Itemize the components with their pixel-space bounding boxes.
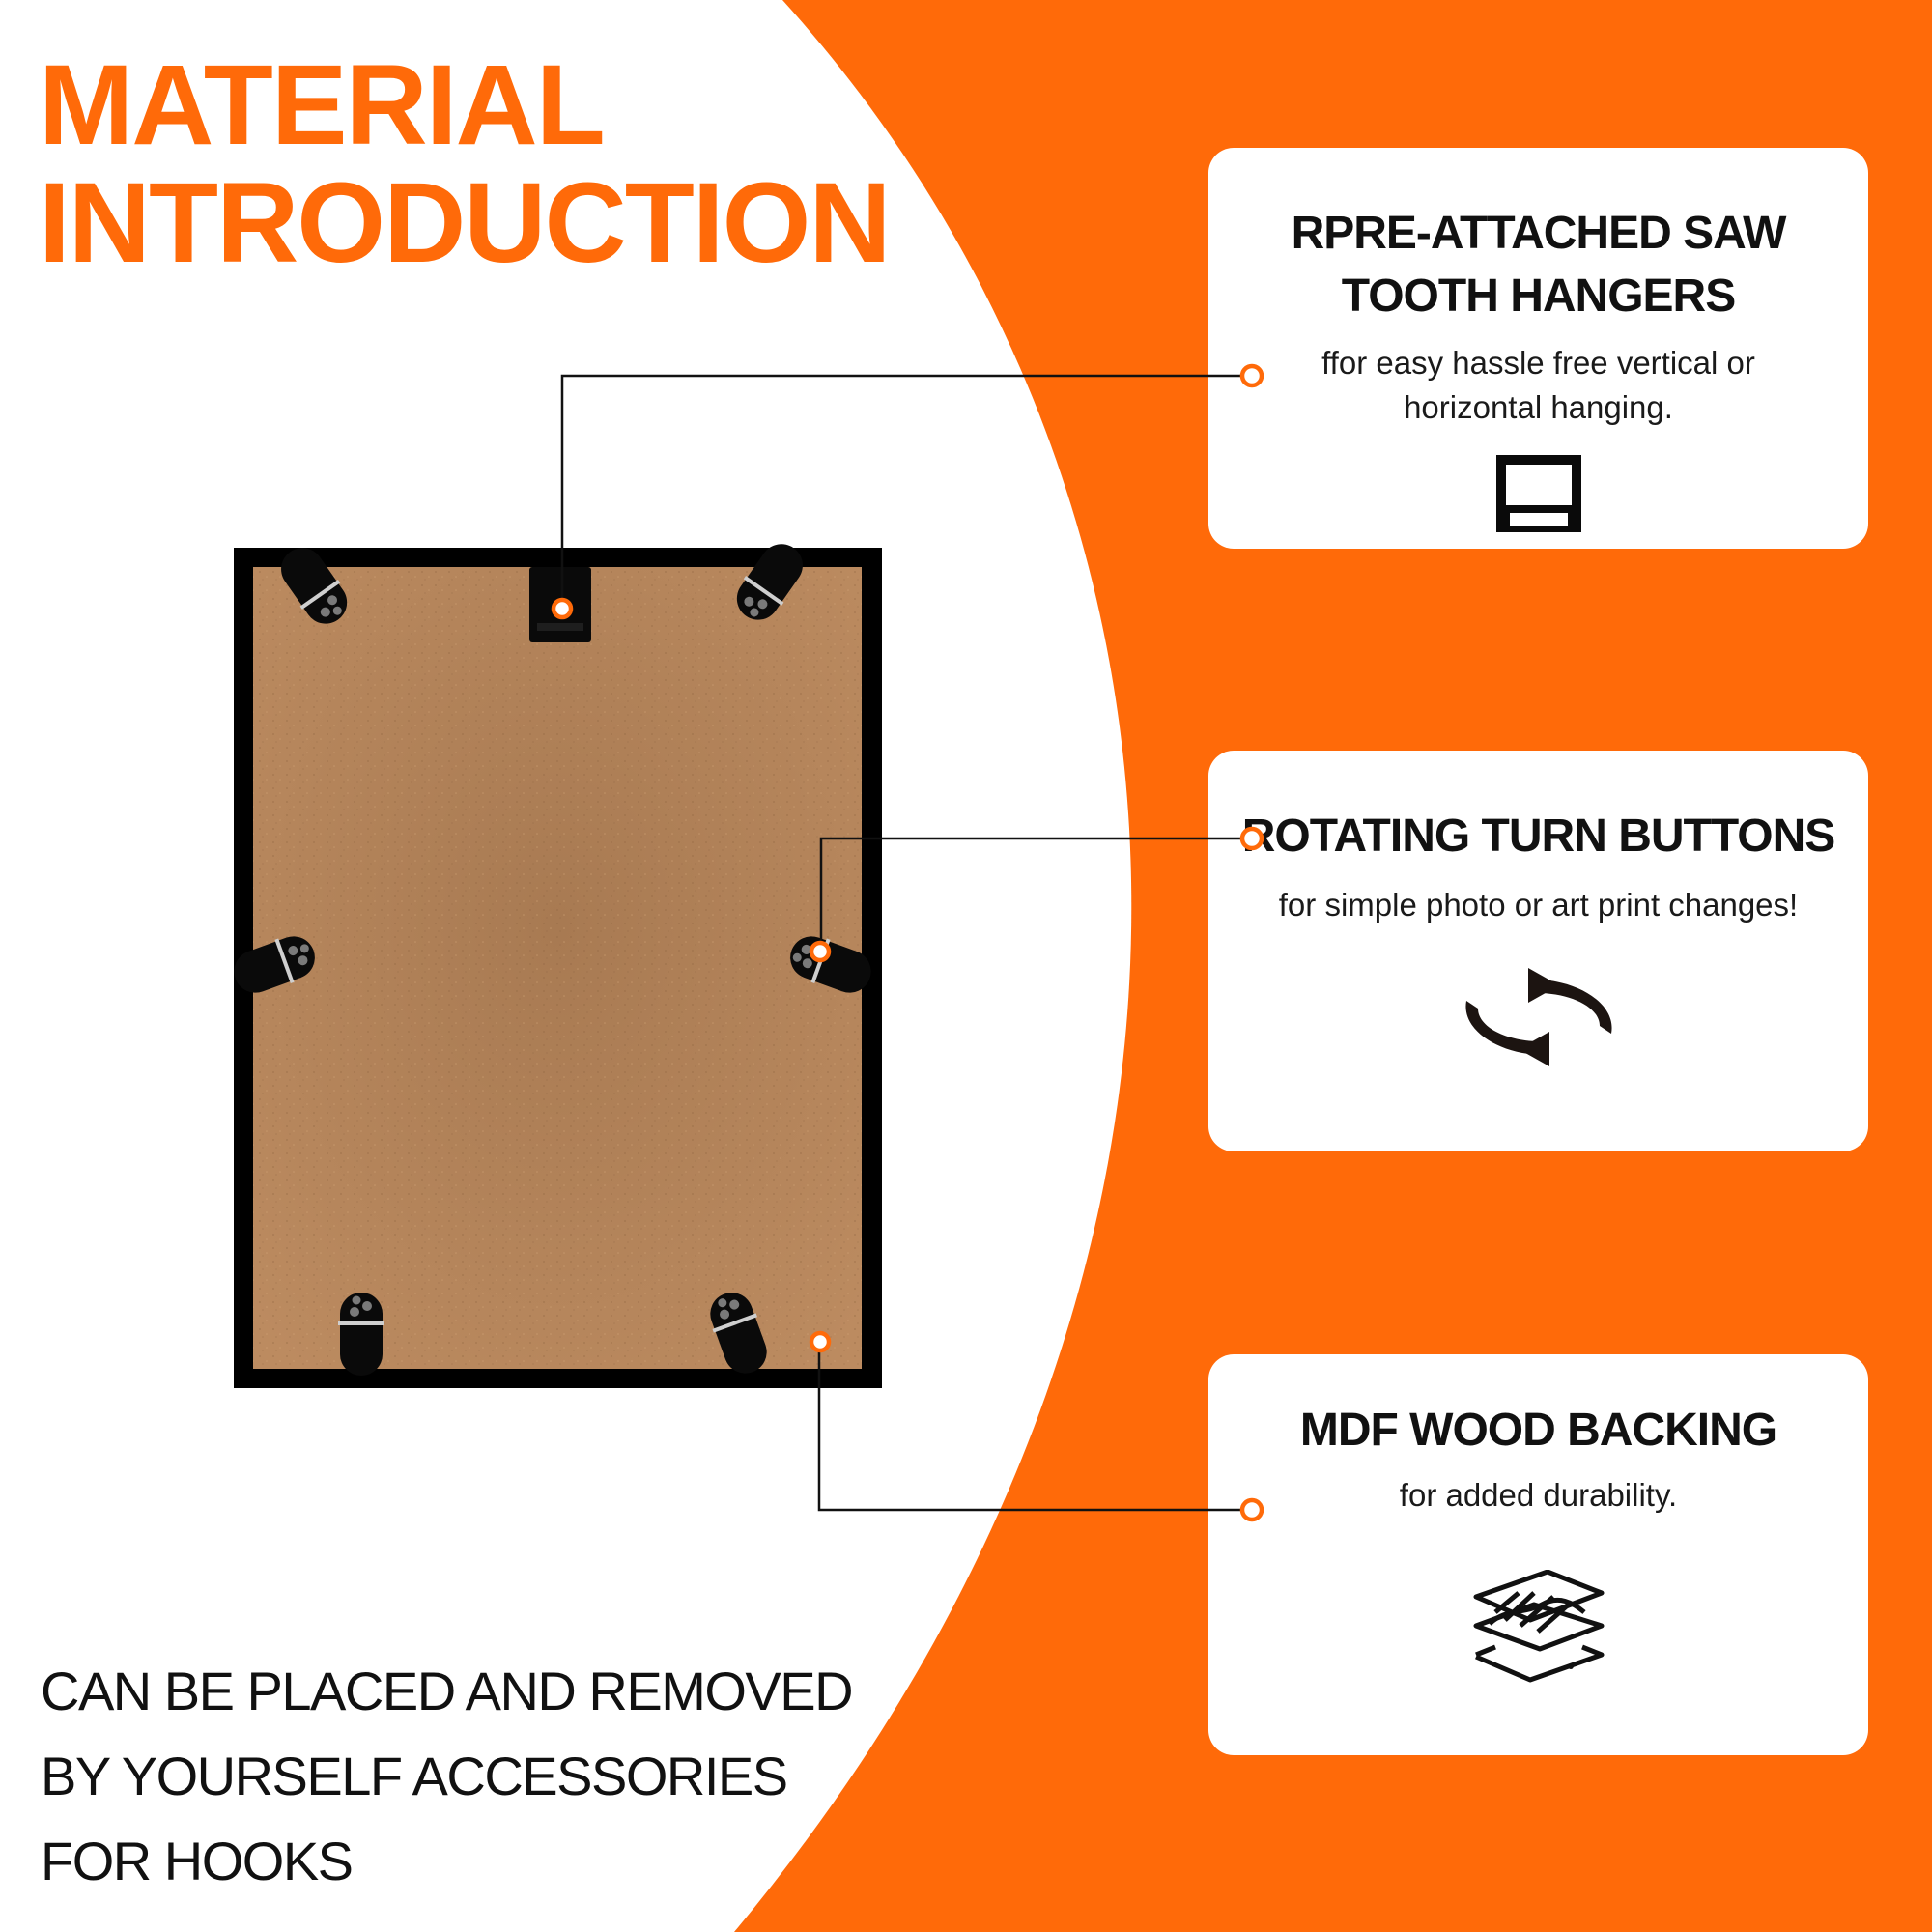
callout-line-turn-buttons [819,837,1252,952]
feature-card-hangers: RPRE-ATTACHED SAW TOOTH HANGERS ffor eas… [1208,148,1868,549]
callout-dot [1239,826,1264,851]
layers-icon [1473,1570,1604,1683]
feature-title: MDF WOOD BACKING [1299,1405,1777,1456]
feature-description: for added durability. [1399,1477,1678,1513]
hanger-icon [1495,455,1581,532]
feature-description: for simple photo or art print changes! [1278,887,1799,923]
bottom-text-line-3: FOR HOOKS [41,1831,354,1891]
feature-card-turn-buttons: ROTATING TURN BUTTONS for simple photo o… [1208,751,1868,1151]
feature-card-mdf-backing: MDF WOOD BACKING for added durability. [1208,1354,1868,1755]
feature-description: ffor easy hassle free vertical or horizo… [1321,345,1755,425]
bottom-text-line-2: BY YOURSELF ACCESSORIES [41,1746,788,1806]
callout-line-hangers [560,374,1252,609]
callout-dot [1239,363,1264,388]
callout-line-mdf [817,1343,1252,1512]
callout-dot [809,1330,832,1353]
callout-dot [1239,1497,1264,1522]
page-title-line-1: MATERIAL [39,42,606,169]
page-title-line-2: INTRODUCTION [39,159,892,287]
feature-title: RPRE-ATTACHED SAW TOOTH HANGERS [1291,208,1787,322]
feature-title: ROTATING TURN BUTTONS [1241,810,1836,862]
callout-dot [809,940,832,963]
callout-dot [551,597,574,620]
bottom-text-line-1: CAN BE PLACED AND REMOVED [41,1661,854,1721]
rotate-arrows-icon [1464,968,1612,1066]
